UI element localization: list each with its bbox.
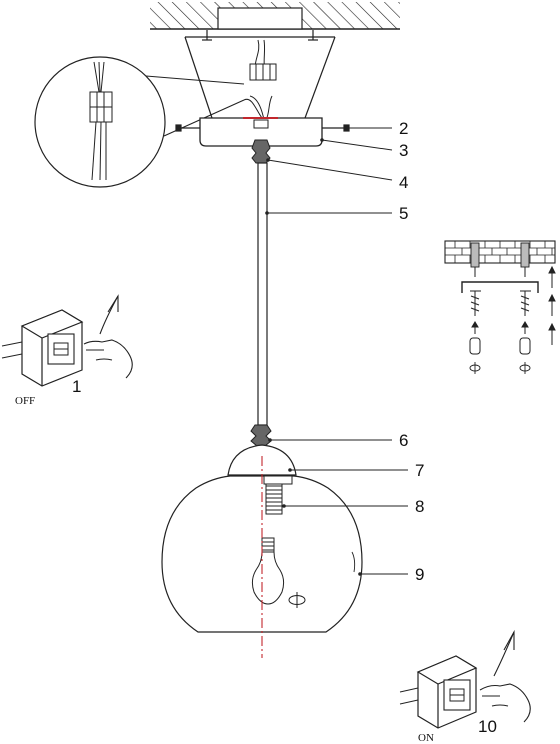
supply-wires: [243, 39, 277, 121]
suspension-cord: [257, 162, 268, 426]
canopy-plate: [199, 117, 323, 147]
callout-3: 3: [399, 141, 408, 160]
hand-pointer-on: [479, 629, 531, 723]
callout-1: 1: [72, 377, 81, 396]
callout-5: 5: [399, 204, 408, 223]
wall-switch-on: [399, 655, 478, 729]
leader-lines: [267, 127, 408, 575]
callout-8: 8: [415, 497, 424, 516]
callout-2: 2: [399, 119, 408, 138]
wall-switch-off: [1, 309, 84, 387]
ceiling: [150, 2, 400, 30]
wire-connector-detail: [34, 56, 245, 188]
callout-10: 10: [478, 717, 497, 736]
leader-dots: [265, 138, 362, 576]
cord-grip-bottom: [250, 424, 272, 447]
switch-off-label: OFF: [15, 395, 35, 407]
wall-anchor-detail: [444, 240, 556, 374]
rotate-bulb-icon: [288, 592, 306, 608]
callout-7: 7: [415, 461, 424, 480]
ceiling-canopy: [184, 30, 336, 119]
hand-pointer-off: [83, 294, 133, 379]
callout-6: 6: [399, 431, 408, 450]
light-bulb: [251, 537, 285, 605]
lamp-socket: [263, 475, 293, 515]
callout-4: 4: [399, 173, 408, 192]
switch-on-label: ON: [418, 732, 434, 744]
callout-9: 9: [415, 565, 424, 584]
